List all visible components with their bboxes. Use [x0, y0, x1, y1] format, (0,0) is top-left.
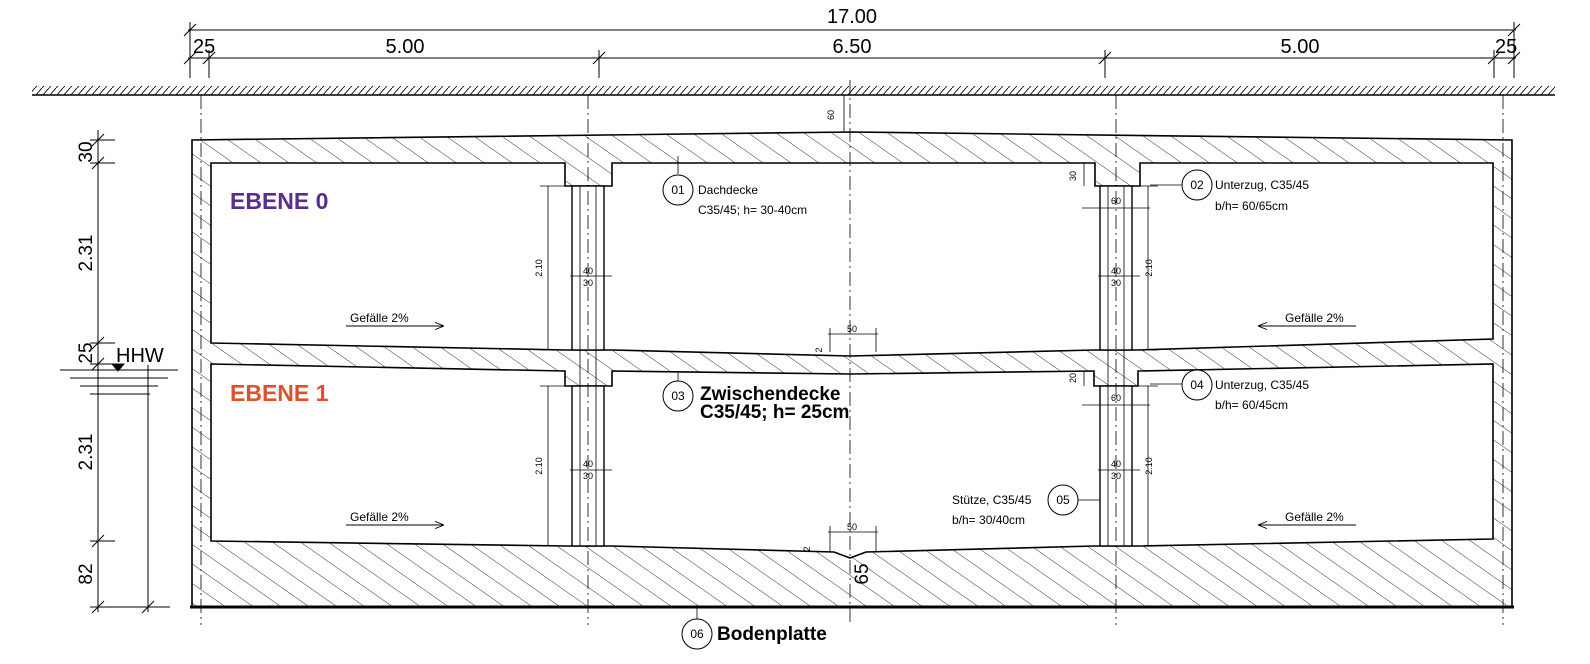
callout-05-line2: b/h= 30/40cm	[952, 513, 1025, 527]
dim-bay-left: 5.00	[386, 36, 425, 58]
level-0-label: EBENE 0	[230, 188, 328, 214]
ground-surface	[32, 86, 1555, 96]
beam-w-lower: 60	[1111, 393, 1121, 403]
haunch-w-upper: 50	[847, 324, 857, 334]
callout-02-line2: b/h= 60/65cm	[1215, 199, 1288, 213]
callout-04: 04 Unterzug, C35/45 b/h= 60/45cm	[1181, 369, 1309, 412]
slope-right-upper: Gefälle 2%	[1285, 311, 1344, 325]
left-dimensions	[90, 130, 170, 614]
callout-02-num: 02	[1190, 178, 1204, 192]
callout-05: 05 Stütze, C35/45 b/h= 30/40cm	[952, 484, 1079, 527]
dim-story1-h: 2.31	[76, 434, 97, 471]
callout-03-line1: Zwischendecke	[700, 384, 840, 405]
callout-04-num: 04	[1190, 378, 1204, 392]
dim-cover: 60	[826, 110, 836, 120]
col-w-inner-ll: 30	[583, 471, 593, 481]
hhw-water-level	[60, 363, 178, 395]
col-w-outer-ll: 40	[583, 459, 593, 469]
callout-05-num: 05	[1056, 493, 1070, 507]
slope-left-upper: Gefälle 2%	[350, 311, 409, 325]
haunch-h-upper: 2	[814, 347, 824, 352]
col-h-ll: 2.10	[534, 457, 544, 475]
callout-03-line2: C35/45; h= 25cm	[700, 402, 849, 423]
col-w-outer-lr: 40	[1111, 459, 1121, 469]
callout-04-line1: Unterzug, C35/45	[1215, 378, 1309, 392]
dim-base-h: 82	[76, 563, 97, 584]
top-dimensions	[183, 22, 1521, 78]
slope-left-lower: Gefälle 2%	[350, 510, 409, 524]
column-dimensions	[540, 163, 1158, 552]
slope-right-lower: Gefälle 2%	[1285, 510, 1344, 524]
col-h-lr: 2.10	[1144, 457, 1154, 475]
beam-h-lower: 20	[1068, 373, 1078, 383]
beam-w-upper: 60	[1111, 196, 1121, 206]
dim-total: 17.00	[827, 6, 877, 28]
callout-05-line1: Stütze, C35/45	[952, 493, 1032, 507]
dim-roof-h: 30	[76, 141, 97, 162]
haunch-w-lower: 50	[847, 522, 857, 532]
col-w-inner-ur: 30	[1111, 278, 1121, 288]
axis-lines	[200, 80, 1504, 625]
callout-02: 02 Unterzug, C35/45 b/h= 60/65cm	[1181, 169, 1309, 213]
col-w-outer-ur: 40	[1111, 266, 1121, 276]
level-1-label: EBENE 1	[230, 380, 329, 406]
leader-lines	[677, 156, 1182, 620]
col-w-inner-ul: 30	[583, 278, 593, 288]
hhw-label: HHW	[116, 345, 164, 367]
dim-bay-right: 5.00	[1281, 36, 1320, 58]
callout-04-line2: b/h= 60/45cm	[1215, 398, 1288, 412]
callout-01: 01 Dachdecke C35/45; h= 30-40cm	[662, 174, 807, 217]
dim-base-center: 65	[852, 563, 873, 584]
dim-right-wall: 25	[1495, 36, 1517, 58]
col-h-ur: 2.10	[1144, 259, 1154, 277]
callout-01-num: 01	[671, 183, 685, 197]
dim-left-wall: 25	[193, 36, 215, 58]
col-h-ul: 2.10	[534, 259, 544, 277]
callout-01-line2: C35/45; h= 30-40cm	[698, 203, 807, 217]
callout-06-num: 06	[690, 627, 704, 641]
dim-story0-h: 2.31	[76, 235, 97, 272]
dim-slab-h: 25	[76, 342, 97, 363]
callout-06: 06 Bodenplatte	[681, 618, 827, 650]
col-w-inner-lr: 30	[1111, 471, 1121, 481]
dim-bay-center: 6.50	[833, 36, 872, 58]
haunch-h-lower: 2	[802, 546, 812, 551]
col-w-outer-ul: 40	[583, 266, 593, 276]
callout-03-num: 03	[671, 389, 685, 403]
callout-02-line1: Unterzug, C35/45	[1215, 178, 1309, 192]
callout-03: 03 Zwischendecke C35/45; h= 25cm	[662, 380, 849, 423]
slope-arrows	[346, 326, 1356, 525]
concrete-structure	[191, 131, 1513, 608]
callout-06-line1: Bodenplatte	[717, 624, 827, 645]
beam-h-upper: 30	[1068, 171, 1078, 181]
callout-01-line1: Dachdecke	[698, 183, 758, 197]
